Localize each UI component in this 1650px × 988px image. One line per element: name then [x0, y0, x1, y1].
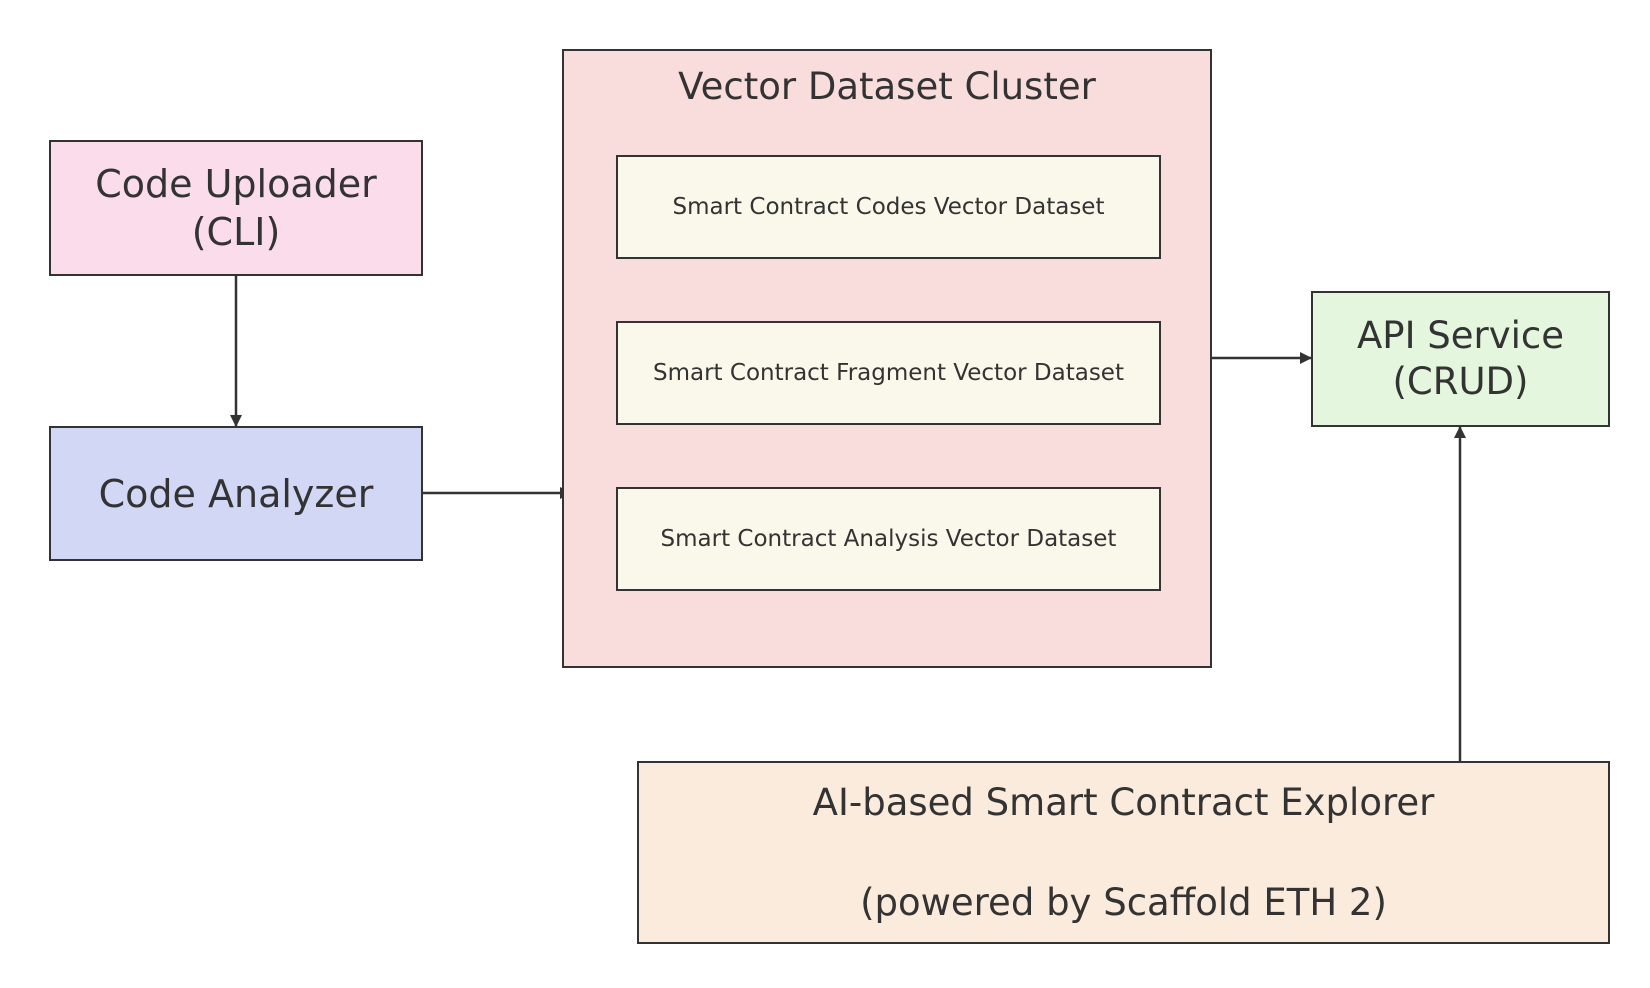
- code-uploader-title: Code Uploader: [95, 162, 377, 206]
- dataset-label: Smart Contract Codes Vector Dataset: [672, 194, 1105, 220]
- explorer-node: AI-based Smart Contract Explorer (powere…: [637, 761, 1610, 944]
- dataset-label: Smart Contract Analysis Vector Dataset: [660, 526, 1117, 552]
- dataset-label: Smart Contract Fragment Vector Dataset: [653, 360, 1124, 386]
- api-service-title: API Service: [1356, 314, 1565, 357]
- vector-dataset-cluster: Vector Dataset Cluster Smart Contract Co…: [562, 49, 1212, 668]
- explorer-subtitle: (powered by Scaffold ETH 2): [860, 880, 1387, 924]
- api-service-node: API Service (CRUD): [1311, 291, 1610, 427]
- code-uploader-subtitle: (CLI): [191, 210, 281, 254]
- dataset-fragment: Smart Contract Fragment Vector Dataset: [616, 321, 1161, 425]
- code-analyzer-title: Code Analyzer: [98, 471, 374, 516]
- dataset-analysis: Smart Contract Analysis Vector Dataset: [616, 487, 1161, 591]
- cluster-title: Vector Dataset Cluster: [678, 65, 1096, 108]
- dataset-codes: Smart Contract Codes Vector Dataset: [616, 155, 1161, 259]
- api-service-subtitle: (CRUD): [1392, 360, 1529, 403]
- explorer-title: AI-based Smart Contract Explorer: [812, 780, 1435, 824]
- code-analyzer-node: Code Analyzer: [49, 426, 423, 561]
- code-uploader-node: Code Uploader (CLI): [49, 140, 423, 276]
